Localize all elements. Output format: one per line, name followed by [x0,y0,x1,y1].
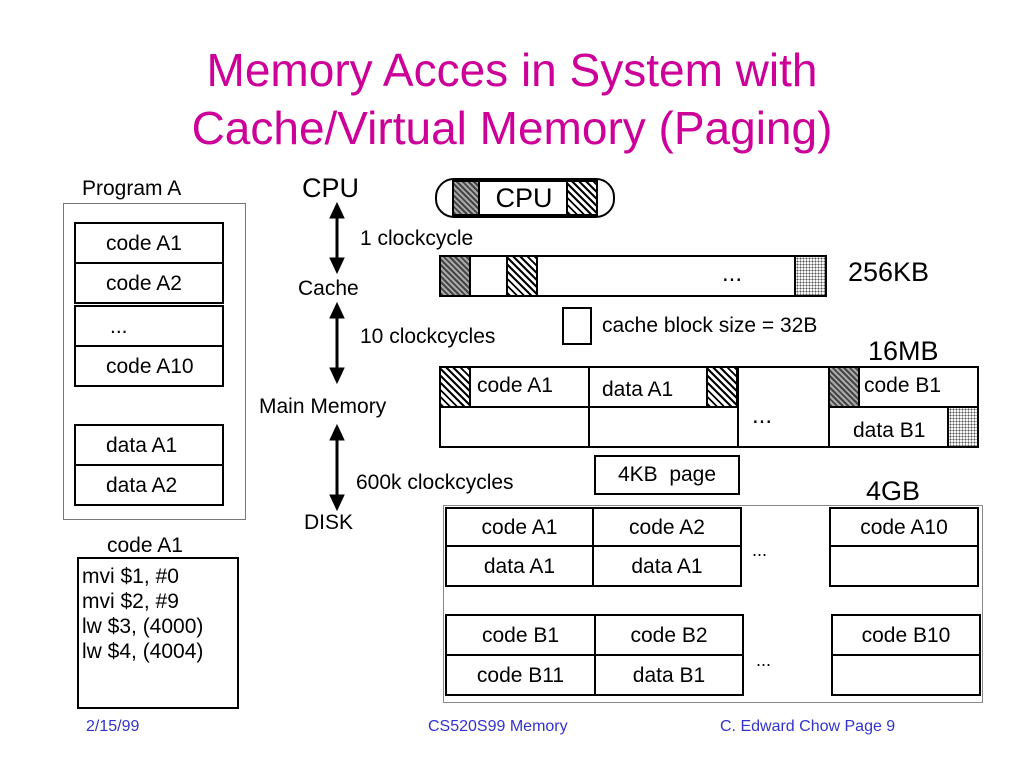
mem-data-a1: data A1 [602,378,674,401]
main-memory-size: 16MB [868,336,939,366]
mem-ellipsis: ... [752,402,773,429]
mem-data-b1: data B1 [853,419,926,442]
disk-empty-1 [829,545,979,587]
code-line-4: lw $4, (4004) [82,640,204,663]
disk-code-b2: code B2 [594,614,744,656]
cache-ellipsis: ... [722,260,743,287]
cpu-register-right [566,180,598,216]
code-line-2: mvi $2, #9 [82,590,179,613]
slide-title-line2: Cache/Virtual Memory (Paging) [191,102,833,154]
disk-size: 4GB [866,476,921,506]
disk-code-b11: code B11 [445,654,596,696]
footer-course: CS520S99 Memory [428,718,568,735]
cache-strip [439,255,827,297]
arrow-memory-disk [329,423,345,512]
program-code-a10: code A10 [74,345,224,387]
disk-code-a2: code A2 [592,507,742,547]
code-listing-label: code A1 [107,534,183,557]
program-code-a2: code A2 [74,262,224,304]
disk-ellipsis-1: ... [752,540,768,560]
main-memory-col-divider-2 [737,366,739,448]
arrow-cache-memory [329,301,345,385]
disk-code-b1: code B1 [445,614,596,656]
program-frame [63,203,246,520]
program-data-a2: data A2 [74,464,224,506]
cache-size: 256KB [848,257,930,287]
cache-block-hatched [506,255,538,297]
cpu-cache-cost: 1 clockcycle [360,227,474,250]
disk-level-label: DISK [304,511,354,534]
disk-code-b10: code B10 [831,614,981,656]
cpu-register-left [452,180,480,216]
main-memory-row-divider-right [828,406,979,408]
program-label: Program A [82,177,182,200]
mem-code-b1: code B1 [864,374,942,397]
slide-title-line1: Memory Acces in System with [206,44,818,96]
disk-code-a10: code A10 [829,507,979,547]
mem-data-a1-hatch [706,366,738,408]
code-line-1: mvi $1, #0 [82,565,179,588]
cache-memory-cost: 10 clockcycles [360,325,496,348]
disk-data-b1: data B1 [594,654,744,696]
cpu-box-outline [435,178,615,218]
mem-code-a1-hatch [439,366,471,408]
disk-code-a1: code A1 [445,507,594,547]
footer-date: 2/15/99 [86,718,140,735]
mem-code-a1: code A1 [477,374,553,397]
cache-block-size-label: cache block size = 32B [602,314,818,337]
mem-code-b1-dark [828,366,860,408]
main-memory-level-label: Main Memory [259,395,387,418]
cache-block-dark [439,255,471,297]
code-line-3: lw $3, (4000) [82,615,204,638]
code-listing-box [77,557,239,709]
disk-ellipsis-2: ... [756,650,772,670]
disk-empty-2 [831,654,981,696]
memory-disk-cost: 600k clockcycles [356,471,514,494]
mem-data-b1-dots [947,406,979,448]
arrow-cpu-cache [329,201,345,275]
disk-frame [443,505,983,703]
cache-level-label: Cache [298,277,359,300]
footer-author: C. Edward Chow Page 9 [720,718,896,735]
disk-data-a1-2: data A1 [592,545,742,587]
cache-block-legend-box [562,307,592,345]
cpu-box-label: CPU [480,180,568,216]
main-memory-col-divider-1 [588,366,590,448]
page-size-box: 4KB page [594,455,740,495]
disk-data-a1: data A1 [445,545,594,587]
cache-block-dotted [794,255,827,297]
cpu-level-label: CPU [302,173,360,203]
